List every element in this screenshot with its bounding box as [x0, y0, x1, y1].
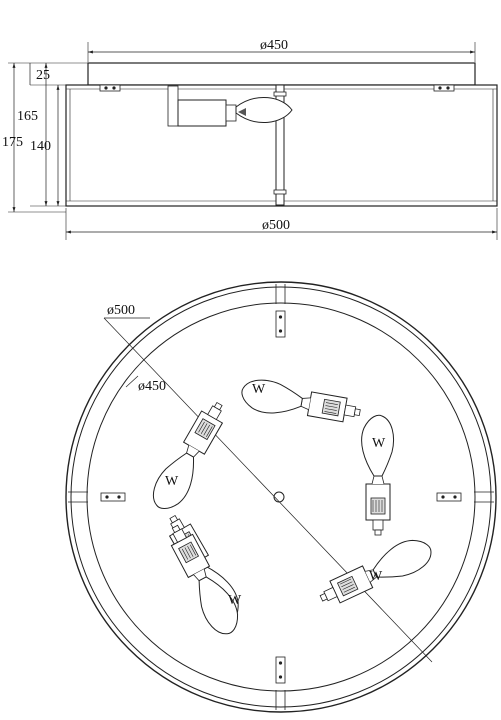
center-rod: [273, 84, 287, 206]
side-lamp: [167, 85, 293, 127]
inner-circle: [86, 302, 476, 692]
bulb-letter-1: W: [252, 382, 266, 397]
lamp-group: W W W W W: [145, 376, 437, 641]
dim-total-height: 175: [2, 63, 23, 212]
ceiling-plate: [87, 62, 476, 86]
bulb-letter-2: W: [372, 436, 386, 451]
label-plate-height: 25: [36, 68, 50, 83]
inner-clip-dots: [105, 315, 457, 679]
dim-shade-height: 140: [30, 85, 60, 206]
inner-clips: [100, 310, 462, 684]
dim-bottom-width: ø500: [65, 208, 498, 240]
rim-brackets: [68, 284, 494, 710]
plate-clip-left: [99, 84, 121, 92]
diameter-leader: [103, 317, 433, 663]
label-body-height: 165: [17, 109, 38, 124]
dim-body-height: 165: [17, 63, 48, 206]
outer-rim-inner: [70, 286, 492, 708]
dim-top-width: ø450: [87, 38, 476, 62]
center-mount: [273, 491, 285, 503]
bulb-letter-3: W: [369, 569, 383, 584]
label-inner-diameter: ø450: [138, 379, 166, 394]
label-shade-height: 140: [30, 139, 51, 154]
label-outer-diameter: ø500: [107, 303, 135, 318]
label-top-width: ø450: [260, 38, 288, 53]
label-bottom-width: ø500: [262, 218, 290, 233]
plate-clip-right: [433, 84, 455, 92]
bulb-letter-5: W: [228, 593, 242, 608]
label-total-height: 175: [2, 135, 23, 150]
top-view: ø500 ø450 W W W W W: [65, 281, 497, 713]
dim-plate-height: 25: [29, 63, 50, 85]
side-view: ø450 ø500 175 165 140: [2, 38, 498, 240]
bulb-letter-4: W: [165, 474, 179, 489]
